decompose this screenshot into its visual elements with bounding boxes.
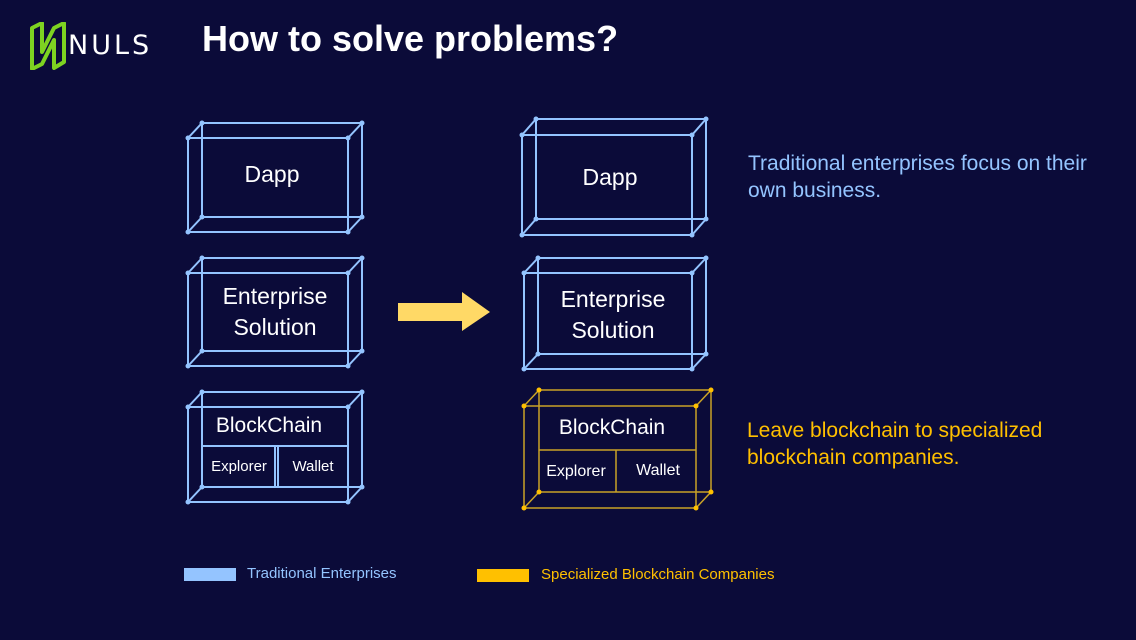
nuls-logo-icon	[30, 22, 66, 70]
right-enterprise-label-1: Enterprise	[561, 286, 666, 312]
left-blockchain-label: BlockChain	[216, 414, 322, 437]
left-vertices	[185, 120, 365, 505]
left-blockchain-box	[187, 391, 363, 503]
note-specialized: Leave blockchain to specialized blockcha…	[747, 419, 1043, 469]
legend-label-traditional: Traditional Enterprises	[247, 565, 397, 582]
page-title: How to solve problems?	[202, 18, 619, 59]
legend-swatch-specialized	[477, 569, 529, 582]
left-enterprise-label-2: Solution	[233, 314, 316, 340]
left-wallet-label: Wallet	[292, 458, 334, 475]
left-enterprise-label-1: Enterprise	[223, 283, 328, 309]
right-blockchain-label: BlockChain	[559, 416, 665, 439]
legend-label-specialized: Specialized Blockchain Companies	[541, 566, 775, 583]
left-dapp-box	[187, 122, 363, 233]
note-traditional: Traditional enterprises focus on their o…	[748, 152, 1087, 202]
right-arrow-icon	[398, 292, 490, 331]
left-dapp-label: Dapp	[245, 161, 300, 187]
left-explorer-label: Explorer	[211, 458, 267, 475]
legend-swatch-traditional	[184, 568, 236, 581]
left-enterprise-box	[187, 257, 363, 367]
right-explorer-label: Explorer	[546, 463, 606, 480]
right-enterprise-label-2: Solution	[571, 317, 654, 343]
right-dapp-label: Dapp	[583, 164, 638, 190]
right-dapp-box	[521, 118, 707, 236]
right-wallet-label: Wallet	[636, 462, 680, 479]
right-blockchain-box	[523, 389, 712, 509]
right-vertices-blue	[519, 116, 709, 372]
logo-text: NULS	[68, 30, 153, 61]
right-vertices-gold	[521, 387, 714, 511]
right-enterprise-box	[523, 257, 707, 370]
